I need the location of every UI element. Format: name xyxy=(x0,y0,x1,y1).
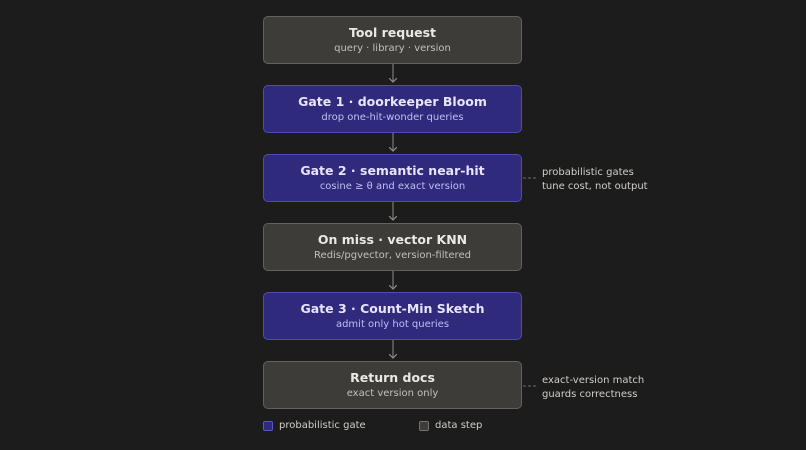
note-line: probabilistic gates xyxy=(542,167,634,178)
legend-label: probabilistic gate xyxy=(279,420,366,431)
legend-item-data: data step xyxy=(419,420,482,431)
node-title: Return docs xyxy=(350,369,435,385)
node-subtitle: Redis/pgvector, version-filtered xyxy=(314,249,471,261)
node-subtitle: exact version only xyxy=(346,387,439,399)
node-gate-1-bloom: Gate 1 · doorkeeper Bloom drop one-hit-w… xyxy=(263,85,522,133)
legend-label: data step xyxy=(435,420,483,431)
note-exact-version: exact-version match guards correctness xyxy=(542,374,644,402)
note-probabilistic-gates: probabilistic gates tune cost, not outpu… xyxy=(542,166,648,194)
node-title: Tool request xyxy=(348,24,437,40)
node-subtitle: admit only hot queries xyxy=(335,318,450,330)
legend-item-gate: probabilistic gate xyxy=(263,420,366,431)
node-tool-request: Tool request query · library · version xyxy=(263,16,522,64)
node-gate-2-semantic: Gate 2 · semantic near-hit cosine ≥ θ an… xyxy=(263,154,522,202)
node-subtitle: cosine ≥ θ and exact version xyxy=(319,180,466,192)
node-title: Gate 1 · doorkeeper Bloom xyxy=(298,93,487,109)
node-title: Gate 2 · semantic near-hit xyxy=(300,162,485,178)
node-subtitle: query · library · version xyxy=(334,42,451,54)
legend-swatch-gate xyxy=(263,420,273,431)
note-line: guards correctness xyxy=(542,389,638,400)
node-title: On miss · vector KNN xyxy=(317,231,468,247)
note-line: exact-version match xyxy=(542,375,645,386)
node-title: Gate 3 · Count-Min Sketch xyxy=(300,300,485,316)
node-return-docs: Return docs exact version only xyxy=(263,361,522,409)
note-line: tune cost, not output xyxy=(542,181,648,192)
node-subtitle: drop one-hit-wonder queries xyxy=(321,111,464,123)
node-vector-knn: On miss · vector KNN Redis/pgvector, ver… xyxy=(263,223,522,271)
node-gate-3-count-min: Gate 3 · Count-Min Sketch admit only hot… xyxy=(263,292,522,340)
legend-swatch-data xyxy=(419,420,429,431)
